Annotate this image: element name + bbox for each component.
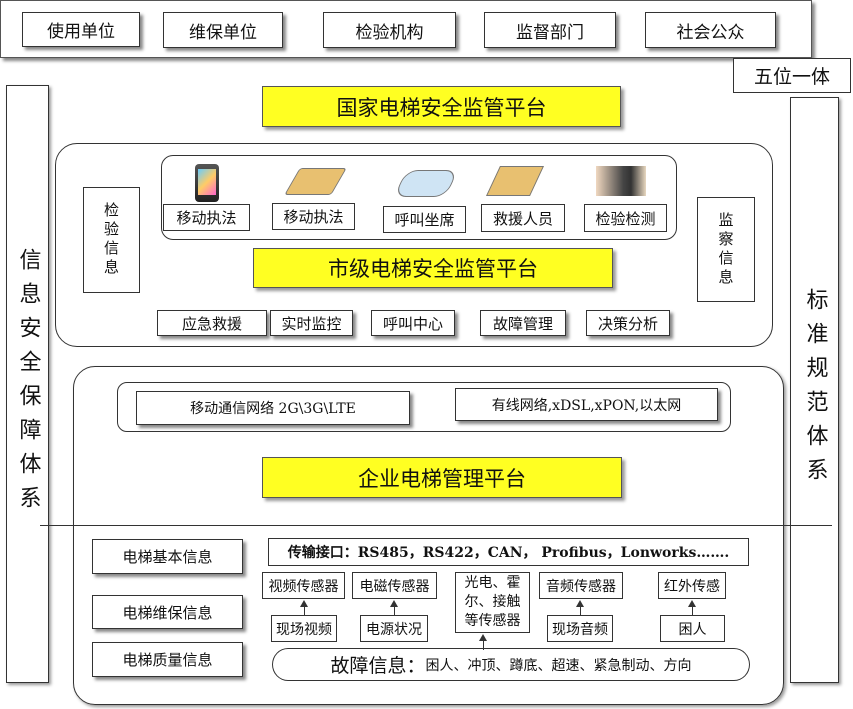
arrow-photoelectric bbox=[479, 634, 487, 650]
elevator-quality-info: 电梯质量信息 bbox=[92, 642, 243, 677]
five-in-one-label: 五位一体 bbox=[733, 58, 851, 93]
function-decision-analysis: 决策分析 bbox=[586, 310, 670, 336]
divider-line bbox=[40, 525, 832, 526]
source-trapped: 困人 bbox=[660, 615, 725, 642]
elevator-maintenance-info: 电梯维保信息 bbox=[92, 595, 243, 629]
stakeholder-user-unit: 使用单位 bbox=[22, 12, 140, 47]
supervision-info: 监察信息 bbox=[697, 197, 755, 302]
card-reader-icon bbox=[596, 166, 646, 196]
stakeholder-maintenance-unit: 维保单位 bbox=[163, 12, 283, 48]
fault-info: 故障信息： 困人、冲顶、蹲底、超速、紧急制动、方向 bbox=[272, 648, 750, 681]
terminal-call-seat: 呼叫坐席 bbox=[383, 206, 466, 233]
source-audio: 现场音频 bbox=[547, 615, 613, 642]
stakeholder-public: 社会公众 bbox=[645, 12, 776, 48]
function-fault-management: 故障管理 bbox=[480, 310, 566, 336]
arrow-audio bbox=[576, 600, 584, 615]
terminal-rescuers: 救援人员 bbox=[481, 204, 565, 232]
transport-interface: 传输接口：RS485，RS422，CAN， Profibus，Lonworks…… bbox=[268, 538, 749, 566]
sensor-electromagnetic: 电磁传感器 bbox=[352, 572, 437, 599]
function-emergency-rescue: 应急救援 bbox=[157, 310, 267, 336]
city-platform: 市级电梯安全监管平台 bbox=[253, 248, 613, 288]
sensor-photoelectric: 光电、霍尔、接触等传感器 bbox=[455, 572, 530, 633]
function-realtime-monitor: 实时监控 bbox=[270, 310, 353, 336]
source-video: 现场视频 bbox=[271, 615, 337, 642]
terminal-inspection: 检验检测 bbox=[584, 204, 667, 232]
enterprise-container bbox=[73, 366, 784, 705]
wired-network: 有线网络,xDSL,xPON,以太网 bbox=[455, 388, 718, 421]
function-call-center: 呼叫中心 bbox=[371, 310, 455, 336]
fault-label: 故障信息： bbox=[330, 655, 426, 677]
terminal-mobile-enforcement-2: 移动执法 bbox=[272, 203, 355, 230]
sensor-audio: 音频传感器 bbox=[539, 572, 623, 599]
city-platform-container bbox=[55, 143, 773, 347]
fault-items: 困人、冲顶、蹲底、超速、紧急制动、方向 bbox=[425, 657, 692, 674]
arrow-electromagnetic bbox=[390, 600, 398, 615]
terminal-container bbox=[161, 155, 677, 240]
left-pillar: 信息安全保障体系 bbox=[6, 85, 49, 683]
right-pillar: 标准规范体系 bbox=[790, 97, 839, 683]
source-power: 电源状况 bbox=[360, 615, 428, 642]
enterprise-platform: 企业电梯管理平台 bbox=[262, 457, 622, 498]
mobile-network: 移动通信网络 2G\3G\LTE bbox=[136, 391, 410, 425]
sensor-video: 视频传感器 bbox=[262, 572, 345, 599]
sensor-infrared: 红外传感 bbox=[658, 572, 726, 599]
arrow-video bbox=[300, 600, 308, 615]
terminal-mobile-enforcement-1: 移动执法 bbox=[163, 204, 250, 231]
network-container bbox=[117, 382, 731, 432]
stakeholder-supervision-dept: 监督部门 bbox=[484, 12, 616, 48]
stakeholder-inspection-agency: 检验机构 bbox=[323, 12, 456, 48]
national-platform: 国家电梯安全监管平台 bbox=[262, 86, 621, 127]
elevator-basic-info: 电梯基本信息 bbox=[92, 539, 243, 574]
inspection-info: 检验信息 bbox=[83, 187, 140, 293]
arrow-infrared bbox=[688, 600, 696, 615]
smartphone-icon bbox=[195, 164, 219, 202]
